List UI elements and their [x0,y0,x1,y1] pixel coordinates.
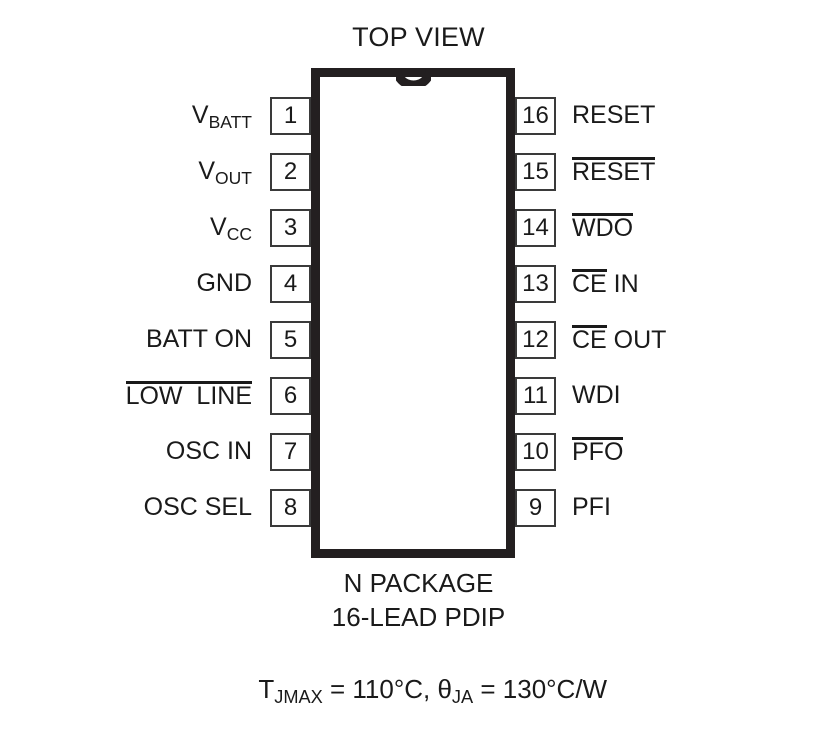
pin-label-5: BATT ON [146,327,252,352]
lead-count-caption: 16-LEAD PDIP [331,602,506,632]
pin-box-9[interactable]: 9 [515,489,556,527]
pin-label-text: OSC SEL [143,493,252,521]
pin-label-4: GND [196,271,252,296]
pin-label-12: CE OUT [572,325,667,354]
pin-number: 4 [283,270,298,297]
pin-number: 2 [283,158,298,185]
pin-label-text: V [210,213,227,241]
pin-label-overlined-text: WDO [572,213,634,242]
package-notch-semicircle [396,68,431,86]
pin-box-14[interactable]: 14 [515,209,556,247]
pin-label-7: OSC IN [166,439,252,464]
pin-number: 10 [522,438,549,465]
pin-box-11[interactable]: 11 [515,377,556,415]
pin-box-2[interactable]: 2 [270,153,311,191]
pin-number: 6 [283,382,298,409]
package-body-outline [311,68,515,558]
pin-label-text: RESET [572,101,656,129]
package-name-caption: N PACKAGE [343,568,494,598]
pin-box-12[interactable]: 12 [515,321,556,359]
tjmax-value: = 110°C, [322,674,438,704]
pin-label-text: BATT ON [145,325,252,353]
pin-label-subscript: BATT [208,111,252,132]
pin-number: 3 [283,214,298,241]
pin-number: 16 [522,102,549,129]
pin-number: 1 [283,102,298,129]
pin-box-10[interactable]: 10 [515,433,556,471]
pin-label-overlined-text: CE [572,325,607,354]
pin-label-16: RESET [572,103,655,128]
pin-label-1: VBATT [191,101,252,131]
pin-label-2: VOUT [198,157,252,187]
pin-number: 8 [283,494,298,521]
pin-label-subscript: OUT [215,167,252,188]
pin-label-8: OSC SEL [144,495,252,520]
pin-box-6[interactable]: 6 [270,377,311,415]
pin-label-text: V [191,101,209,129]
pin-label-subscript: CC [226,223,252,244]
pin-label-text: IN [606,270,639,298]
pin-box-8[interactable]: 8 [270,489,311,527]
pin-label-10: PFO [572,437,624,466]
pin-label-text: V [198,157,216,185]
pin-number: 14 [522,214,549,241]
thermal-spec-caption: TJMAX = 110°C, θJA = 130°C/W [0,650,837,728]
pin-number: 7 [283,438,298,465]
pin-label-text: OSC IN [165,437,252,465]
pin-number: 12 [522,326,549,353]
pin-label-text: WDI [572,381,621,409]
pin-box-3[interactable]: 3 [270,209,311,247]
pin-label-text: LOW LINE [125,381,253,410]
pin-number: 11 [523,382,548,409]
pin-label-14: WDO [572,213,634,242]
pin-box-13[interactable]: 13 [515,265,556,303]
pin-label-overlined-text: PFO [572,437,624,466]
pin-label-9: PFI [572,495,611,520]
pin-label-6: LOW LINE [125,381,253,410]
pin-label-text: PFI [572,493,611,521]
pin-number: 9 [528,494,543,521]
pin-label-3: VCC [210,213,252,243]
pin-label-text: OUT [606,326,667,354]
theta-subscript: JA [451,686,474,707]
pin-box-15[interactable]: 15 [515,153,556,191]
pin-box-5[interactable]: 5 [270,321,311,359]
pin-label-13: CE IN [572,269,639,298]
tjmax-symbol: T [258,674,275,704]
pin-number: 13 [522,270,549,297]
pin-number: 5 [283,326,298,353]
pin-label-overlined-text: CE [572,269,607,298]
pin-number: 15 [522,158,549,185]
pin-box-1[interactable]: 1 [270,97,311,135]
theta-value: = 130°C/W [473,674,608,704]
pin-label-15: RESET [572,157,656,186]
pin-box-7[interactable]: 7 [270,433,311,471]
pin-label-text: GND [196,269,252,297]
pin-label-11: WDI [572,383,621,408]
tjmax-subscript: JMAX [274,686,323,707]
pin-box-16[interactable]: 16 [515,97,556,135]
page-title: TOP VIEW [352,22,485,52]
pin-label-overlined-text: RESET [572,157,656,186]
pin-box-4[interactable]: 4 [270,265,311,303]
theta-symbol: θ [437,674,452,704]
